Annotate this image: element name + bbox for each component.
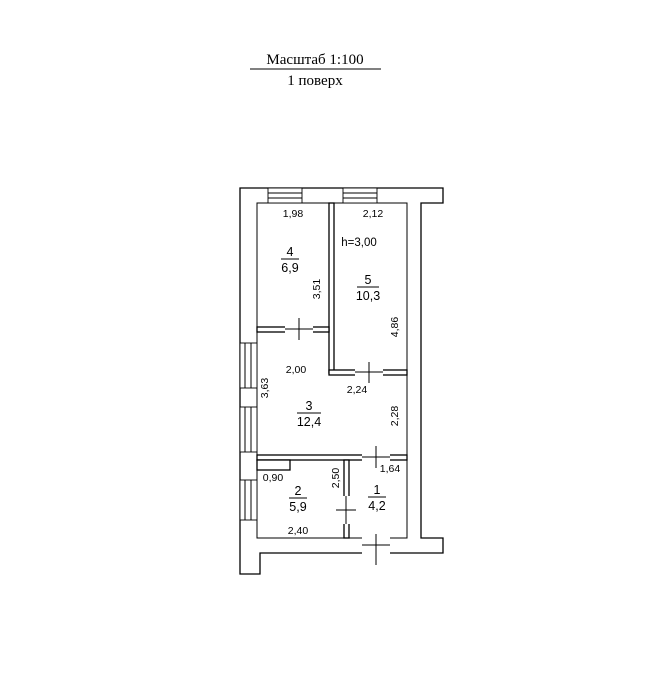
window-room5 (342, 187, 378, 204)
room-5-number: 5 (365, 273, 372, 287)
dim-room3-step: 2,24 (347, 384, 368, 396)
dim-room4-width: 1,98 (283, 208, 304, 220)
ceiling-height-note: h=3,00 (341, 237, 377, 249)
room-2-number: 2 (295, 484, 302, 498)
dim-room3-width: 2,00 (286, 364, 307, 376)
dim-room3-depth: 3,63 (259, 378, 271, 399)
room-1-area: 4,2 (368, 499, 385, 513)
dim-room5-depth: 4,86 (389, 317, 401, 338)
dim-room4-depth: 3,51 (311, 279, 323, 300)
room-3-number: 3 (306, 399, 313, 413)
floor-label: 1 поверх (287, 73, 343, 89)
room-2-area: 5,9 (289, 500, 306, 514)
window-room2 (239, 479, 258, 521)
room-3-area: 12,4 (297, 415, 321, 429)
room-4-area: 6,9 (281, 261, 298, 275)
dim-room5-width: 2,12 (363, 208, 384, 220)
dim-room1-width: 1,64 (380, 463, 401, 475)
window-room3-upper (239, 342, 258, 389)
dim-room2-step: 0,90 (263, 472, 284, 484)
room-1-number: 1 (374, 483, 381, 497)
room-labels: 4 6,9 5 10,3 3 12,4 2 5,9 1 4,2 (281, 245, 386, 514)
window-room3-lower (239, 406, 258, 453)
dimension-labels: 1,98 2,12 3,51 4,86 2,00 3,63 2,24 2,28 … (259, 208, 401, 537)
windows (239, 187, 378, 521)
room-5-area: 10,3 (356, 289, 380, 303)
door-markers (285, 318, 390, 565)
scale-label: Масштаб 1:100 (266, 52, 363, 68)
dim-room2-depth: 2,50 (330, 468, 342, 489)
dim-room3-side: 2,28 (389, 406, 401, 427)
room-4-number: 4 (287, 245, 294, 259)
dim-room2-width: 2,40 (288, 525, 309, 537)
window-room4 (267, 187, 303, 204)
